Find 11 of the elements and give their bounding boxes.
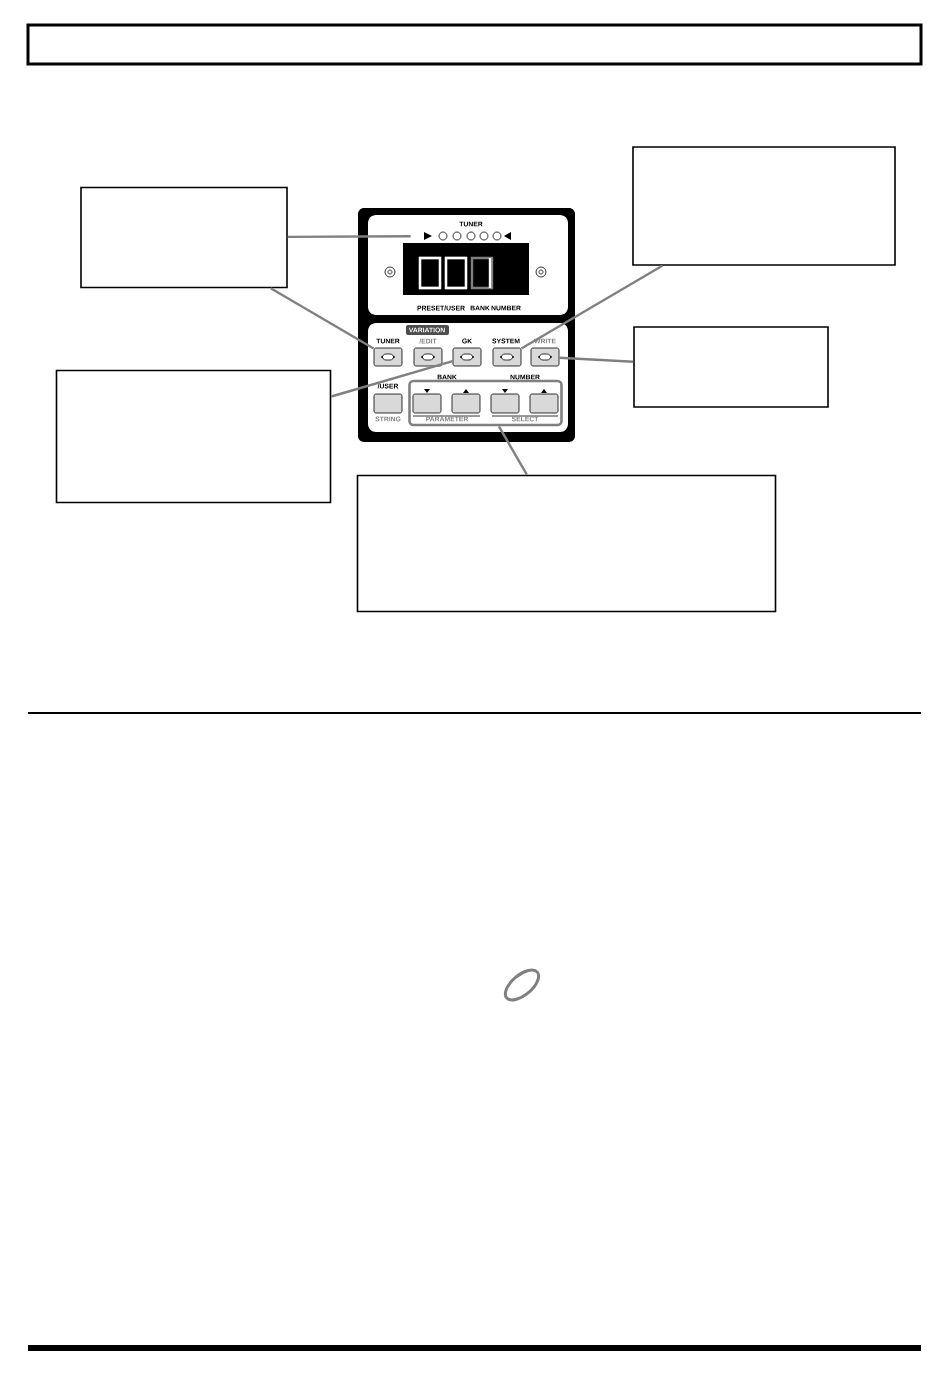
leader-line (559, 356, 634, 363)
leader-line (497, 425, 528, 476)
callout-box (632, 146, 896, 266)
button-group-outline (408, 379, 563, 427)
leader-line (330, 360, 453, 398)
callout-box (55, 369, 332, 504)
indicator-led (438, 231, 448, 241)
callout-box (80, 186, 288, 289)
callout-box (356, 474, 777, 613)
leader-line (270, 287, 375, 350)
callout-box (633, 326, 829, 408)
